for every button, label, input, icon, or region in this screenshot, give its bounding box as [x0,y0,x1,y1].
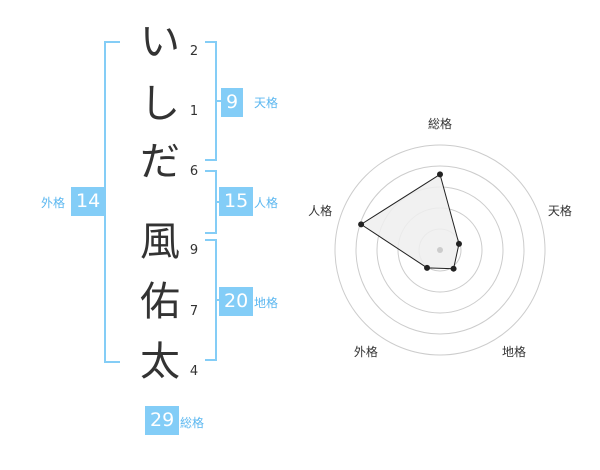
chikaku-bracket [205,239,217,361]
radar-point-3 [450,265,457,272]
jinkaku-bracket [205,170,217,234]
radar-axis-label-2: 天格 [548,203,572,218]
radar-center-dot [437,247,443,253]
radar-polygon [360,173,460,270]
jinkaku-value: 15 [219,187,254,216]
radar-ring-5 [334,144,546,356]
soukaku-label: 総格 [180,416,205,430]
stroke-count-2: 1 [189,104,199,119]
radar-axis-label-5: 人格 [308,203,332,218]
radar-axis-label-1: 総格 [428,116,452,131]
radar-point-5 [358,221,365,228]
chikaku-value: 20 [219,287,254,316]
jinkaku-label: 人格 [254,196,279,210]
name-char-4: 風 [140,219,180,265]
gaikaku-value: 14 [71,187,106,216]
stroke-count-1: 2 [189,44,199,59]
radar-point-2 [455,240,462,247]
stroke-count-4: 9 [189,243,199,258]
radar-axis-label-4: 外格 [354,344,378,359]
stroke-count-5: 7 [189,304,199,319]
name-char-6: 太 [140,339,180,385]
radar-point-4 [424,264,431,271]
tenkaku-label: 天格 [254,96,279,110]
gaikaku-label: 外格 [41,196,66,210]
soukaku-value: 29 [145,406,180,435]
name-char-2: し [140,81,180,127]
stroke-count-3: 6 [189,164,199,179]
tenkaku-value: 9 [221,88,244,117]
tenkaku-bracket-tick [217,100,223,102]
name-char-5: 佑 [140,279,180,325]
radar-axis-label-3: 地格 [502,344,526,359]
name-char-1: い [140,19,180,65]
radar-ring-4 [355,165,525,335]
name-char-3: だ [140,139,180,185]
tenkaku-bracket [205,41,217,161]
chikaku-label: 地格 [254,296,279,310]
radar-point-1 [437,171,443,178]
stroke-count-6: 4 [189,364,199,379]
